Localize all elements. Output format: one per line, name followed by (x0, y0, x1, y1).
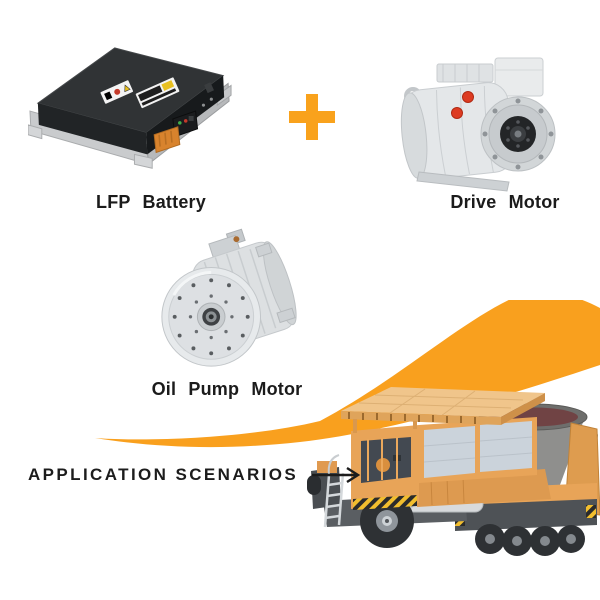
lfp-battery-image (28, 47, 232, 169)
drive-motor-image (400, 57, 556, 192)
truck-ladder (323, 454, 345, 528)
right-arrow-icon (312, 466, 361, 484)
oil-pump-motor-image (161, 228, 297, 367)
swoosh-curve (95, 300, 600, 448)
battery-brand-label (135, 77, 180, 109)
plus-icon (289, 94, 335, 140)
lfp-battery-label: LFP Battery (96, 192, 206, 212)
application-scenarios-label: APPLICATION SCENARIOS (28, 465, 299, 484)
truck-cab (351, 425, 419, 510)
battery-connector (153, 97, 213, 154)
application-scenarios-row: APPLICATION SCENARIOS (28, 465, 361, 485)
drive-motor-label: Drive Motor (450, 192, 560, 212)
oil-pump-motor-label: Oil Pump Motor (151, 379, 303, 399)
battery-warning-label (100, 80, 134, 104)
truck-canopy-roof (341, 387, 545, 433)
application-scenario-truck-image (307, 387, 600, 556)
